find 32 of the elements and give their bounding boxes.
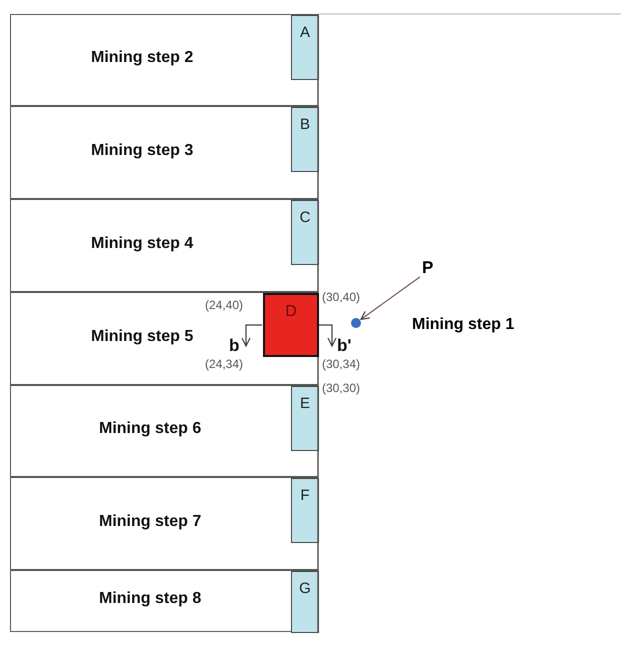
step-label: Mining step 8 xyxy=(99,590,202,608)
mined-block: D xyxy=(263,293,319,357)
step-label: Mining step 5 xyxy=(91,328,194,346)
step-label: Mining step 2 xyxy=(91,49,194,67)
direction-label: b xyxy=(229,336,240,356)
point-dot xyxy=(351,318,361,328)
letter-tab: B xyxy=(291,107,319,172)
mining-step-area xyxy=(10,292,318,385)
mining-step-area xyxy=(10,199,318,292)
direction-label: b' xyxy=(337,336,352,356)
mining-step-area xyxy=(10,385,318,477)
letter-tab: E xyxy=(291,386,319,451)
point-label: P xyxy=(422,258,438,280)
coordinate-label: (30,30) xyxy=(322,381,360,395)
mining-step-area xyxy=(10,477,318,570)
coordinate-label: (24,34) xyxy=(205,357,244,371)
mining-step-area xyxy=(10,570,318,632)
coordinate-label: (24,40) xyxy=(205,298,244,312)
step-label: Mining step 7 xyxy=(99,512,202,530)
letter-tab: C xyxy=(291,200,319,265)
arrow xyxy=(360,276,420,320)
step-label: Mining step 4 xyxy=(91,234,194,252)
letter-tab: G xyxy=(291,571,319,633)
step-label: Mining step 3 xyxy=(91,142,194,160)
mining-step-area xyxy=(10,14,318,106)
coordinate-label: (30,40) xyxy=(322,290,360,304)
coordinate-label: (30,34) xyxy=(322,357,360,371)
letter-tab: A xyxy=(291,15,319,80)
letter-tab: F xyxy=(291,478,319,543)
mining-step-area xyxy=(10,106,318,199)
step-label: Mining step 1 xyxy=(412,316,542,338)
step-label: Mining step 6 xyxy=(99,420,202,438)
